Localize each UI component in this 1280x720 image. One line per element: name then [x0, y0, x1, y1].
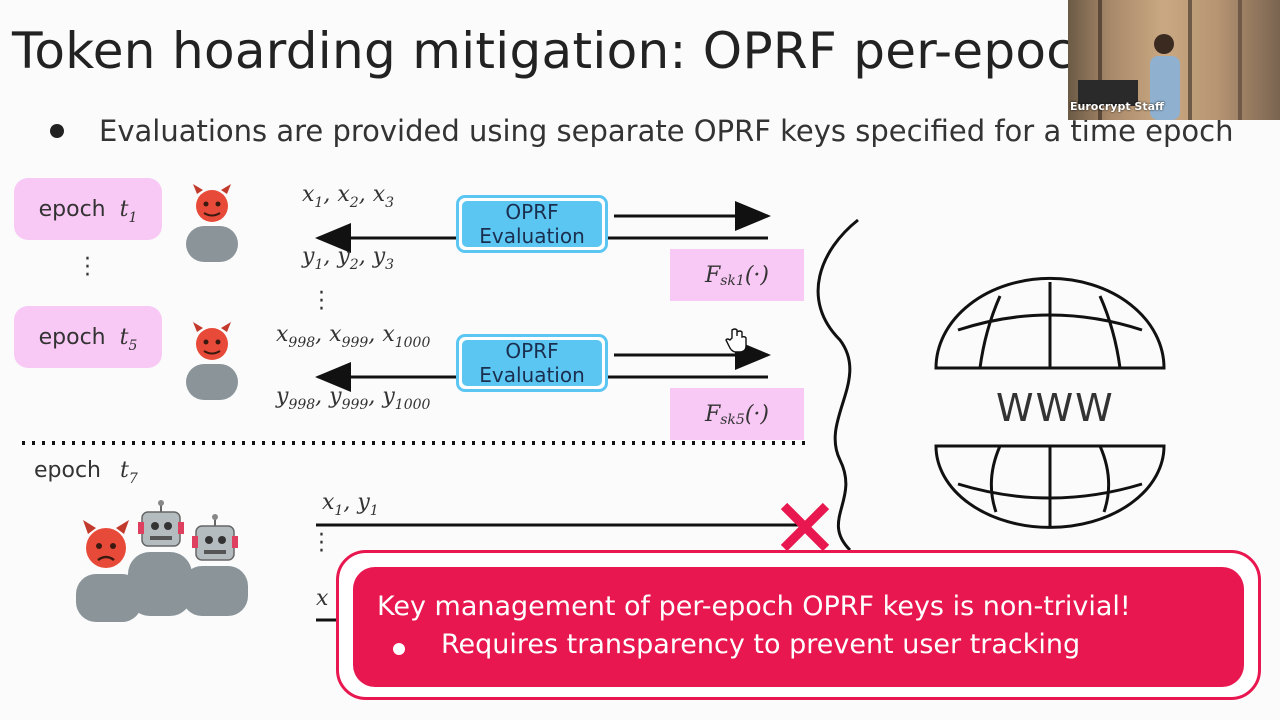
epoch-var: t	[119, 324, 129, 350]
epoch-label: epoch	[38, 196, 106, 222]
epoch-sub: 7	[128, 471, 138, 487]
devil-face-icon	[83, 520, 129, 568]
person-silhouette-icon	[76, 552, 248, 622]
webcam-overlay: Eurocrypt Staff	[1068, 0, 1280, 120]
input-values-row3: x1, y1	[322, 490, 379, 519]
callout-sub-text: Requires transparency to prevent user tr…	[441, 629, 1081, 660]
network-boundary	[816, 218, 859, 552]
epoch-label: epoch	[34, 458, 101, 483]
callout-box: Key management of per-epoch OPRF keys is…	[336, 550, 1261, 700]
epoch-sub: 1	[128, 209, 138, 226]
webcam-label: Eurocrypt Staff	[1070, 100, 1164, 113]
epoch-var: t	[119, 196, 129, 222]
devil-face-icon	[193, 184, 231, 222]
input-values-row1: x1, x2, x3	[302, 182, 395, 211]
callout-bullet-marker	[393, 643, 405, 655]
epoch-label-t7: epoch t7	[34, 458, 138, 487]
epoch-label: epoch	[38, 324, 106, 350]
epoch-pill-t5: epoch t5	[14, 306, 162, 368]
vertical-ellipsis: ···	[318, 523, 325, 564]
person-silhouette-icon	[186, 364, 238, 400]
output-values-row1: y1, y2, y3	[302, 244, 395, 273]
devil-face-icon	[193, 322, 231, 360]
reject-x-icon	[780, 502, 830, 552]
epoch-sub: 5	[128, 337, 138, 354]
robot-face-icon	[192, 514, 238, 561]
input-values-row4: x	[316, 586, 329, 611]
callout-inner: Key management of per-epoch OPRF keys is…	[353, 567, 1244, 687]
vertical-ellipsis: ···	[84, 247, 91, 288]
epoch-pill-t1: epoch t1	[14, 178, 162, 240]
slide-title: Token hoarding mitigation: OPRF per-epoc…	[12, 22, 1107, 80]
hand-cursor-icon	[725, 328, 747, 353]
globe-label: WWW	[996, 386, 1115, 430]
vertical-ellipsis: ···	[318, 281, 325, 322]
speaker-video-icon	[1078, 0, 1242, 120]
slide-bullet-text: Evaluations are provided using separate …	[99, 114, 1234, 148]
globe-icon	[934, 276, 1166, 529]
person-silhouette-icon	[186, 226, 238, 262]
input-values-row2: x998, x999, x1000	[276, 322, 431, 351]
epoch-var: t	[120, 458, 129, 483]
robot-face-icon	[138, 500, 184, 547]
callout-main-text: Key management of per-epoch OPRF keys is…	[377, 591, 1131, 622]
output-values-row2: y998, y999, y1000	[276, 384, 431, 413]
bullet-marker	[50, 124, 64, 138]
